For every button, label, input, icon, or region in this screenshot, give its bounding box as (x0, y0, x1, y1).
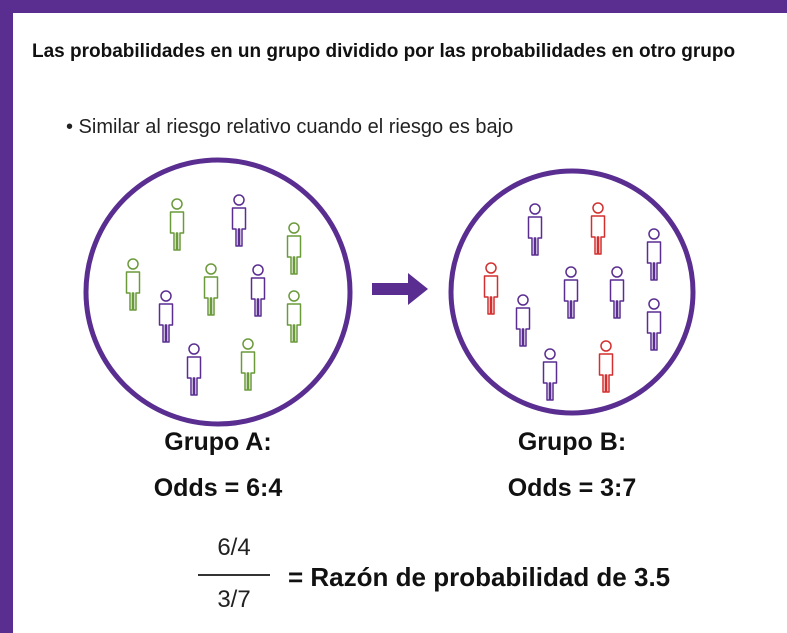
group-a-title: Grupo A: (164, 428, 272, 456)
person-icon (598, 340, 614, 393)
person-icon (158, 290, 174, 343)
person-icon (483, 262, 499, 315)
fraction-bar (198, 574, 270, 576)
odds-ratio-result: = Razón de probabilidad de 3.5 (288, 562, 671, 592)
group-b-odds: Odds = 3:7 (507, 474, 637, 502)
person-icon (231, 194, 247, 247)
person-icon (286, 222, 302, 275)
person-icon (527, 203, 543, 256)
person-icon (286, 290, 302, 343)
group-b-circle (448, 168, 696, 416)
person-icon (646, 298, 662, 351)
person-icon (240, 338, 256, 391)
fraction-denominator: 3/7 (217, 586, 251, 613)
person-icon (169, 198, 185, 251)
person-icon (515, 294, 531, 347)
bullet-point: • Similar al riesgo relativo cuando el r… (66, 116, 514, 138)
top-border (0, 0, 787, 13)
fraction-numerator: 6/4 (217, 534, 251, 561)
person-icon (203, 263, 219, 316)
group-a-odds: Odds = 6:4 (153, 474, 283, 502)
person-icon (609, 266, 625, 319)
left-border (0, 0, 13, 633)
slide-heading: Las probabilidades en un grupo dividido … (32, 41, 736, 62)
person-icon (250, 264, 266, 317)
person-icon (186, 343, 202, 396)
person-icon (590, 202, 606, 255)
person-icon (563, 266, 579, 319)
person-icon (646, 228, 662, 281)
arrow-right-icon (372, 273, 428, 305)
group-a-circle (83, 157, 353, 427)
person-icon (125, 258, 141, 311)
group-b-title: Grupo B: (517, 428, 627, 456)
person-icon (542, 348, 558, 401)
